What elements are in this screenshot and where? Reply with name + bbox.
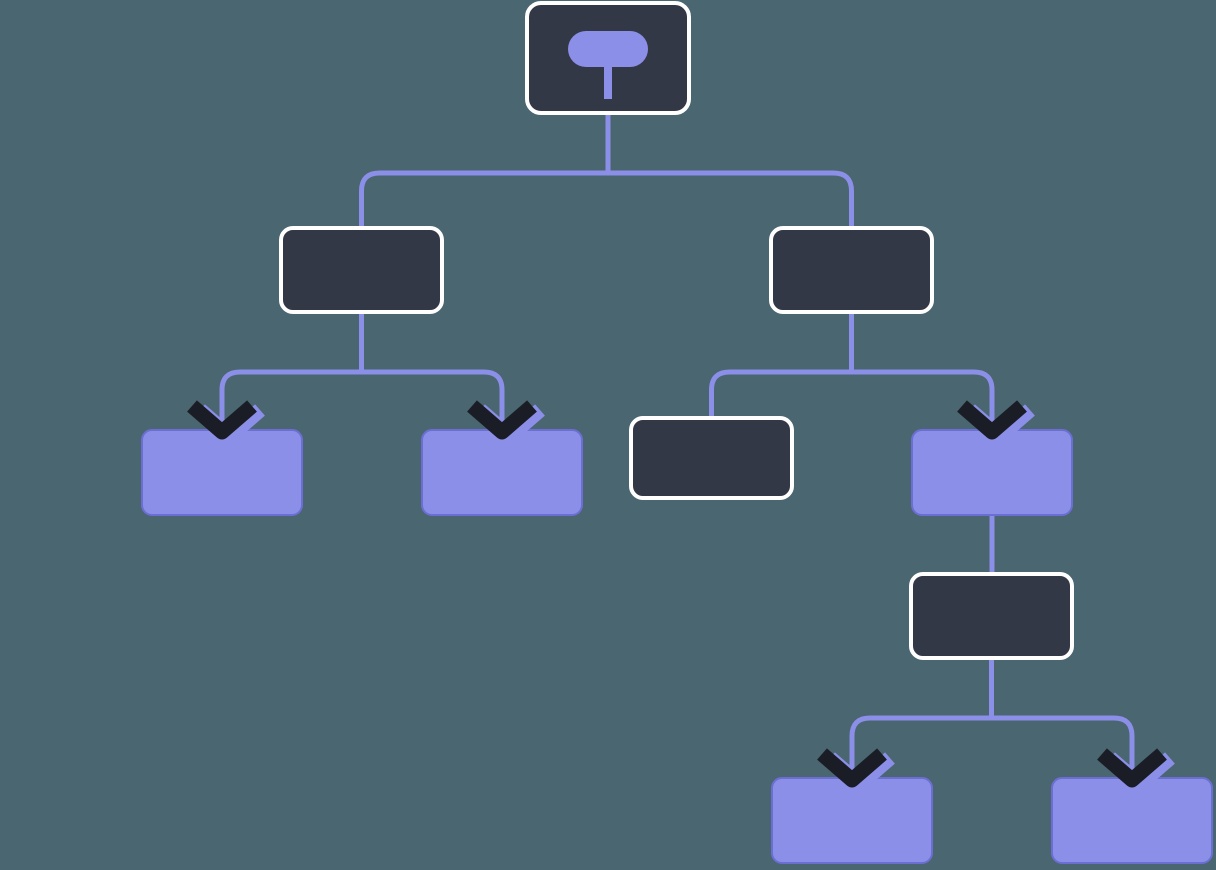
node-branch-node-right: [769, 226, 934, 314]
arrowhead-to-f: [817, 748, 895, 792]
branch-leaf-node-d[interactable]: [911, 429, 1073, 516]
edge-branch-right-to-d: [851, 369, 995, 434]
edge-e-to-g: [991, 715, 1135, 782]
node-root-node: [525, 1, 691, 115]
arrowhead-to-g: [1097, 748, 1175, 792]
edge-branch-left-to-a: [219, 369, 362, 434]
arrowhead-dark-chevron-icon: [187, 400, 257, 440]
arrowhead-dark-chevron-icon: [957, 400, 1027, 440]
edge-branch-left-to-b: [361, 369, 505, 434]
edge-branch-right-to-c: [709, 369, 852, 418]
node-leaf-node-f: [771, 777, 933, 864]
edge-e-to-f: [849, 715, 992, 782]
leaf-node-f[interactable]: [771, 777, 933, 864]
arrowhead-layer: [187, 400, 1175, 792]
node-leaf-node-a: [141, 429, 303, 516]
arrowhead-to-b: [467, 400, 545, 444]
node-layer: [141, 1, 1213, 864]
arrowhead-to-d: [957, 400, 1035, 444]
edge-bus-to-branch-left: [359, 170, 608, 228]
leaf-node-g[interactable]: [1051, 777, 1213, 864]
arrowhead-dark-chevron-icon: [467, 400, 537, 440]
leaf-node-a[interactable]: [141, 429, 303, 516]
node-terminal-node-c: [629, 416, 794, 500]
edge-bus-to-branch-right: [608, 170, 854, 228]
node-glyph-pill-icon: [568, 31, 648, 67]
node-branch-leaf-node-d: [911, 429, 1073, 516]
branch-node-e[interactable]: [909, 572, 1074, 660]
branch-node-right[interactable]: [769, 226, 934, 314]
branch-node-left[interactable]: [279, 226, 444, 314]
node-branch-node-left: [279, 226, 444, 314]
node-branch-node-e: [909, 572, 1074, 660]
node-leaf-node-g: [1051, 777, 1213, 864]
node-leaf-node-b: [421, 429, 583, 516]
node-glyph-stem-icon: [604, 65, 612, 99]
arrowhead-dark-chevron-icon: [1097, 748, 1167, 788]
arrowhead-dark-chevron-icon: [817, 748, 887, 788]
arrowhead-to-a: [187, 400, 265, 444]
leaf-node-b[interactable]: [421, 429, 583, 516]
terminal-node-c[interactable]: [629, 416, 794, 500]
